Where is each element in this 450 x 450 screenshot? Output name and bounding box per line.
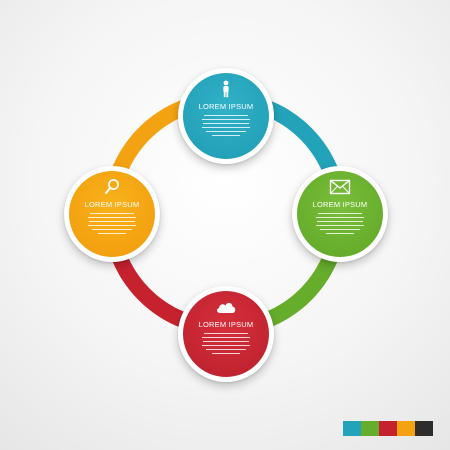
placeholder-text-line	[202, 345, 250, 346]
node-top-title: LOREM IPSUM	[198, 102, 254, 111]
node-right-title: LOREM IPSUM	[312, 200, 368, 209]
color-palette	[343, 421, 433, 436]
node-bottom-disc: LOREM IPSUM	[183, 291, 269, 377]
placeholder-text-line	[316, 217, 364, 218]
node-left-title: LOREM IPSUM	[84, 200, 140, 209]
search-icon	[101, 178, 123, 196]
placeholder-text-line	[326, 233, 354, 234]
placeholder-text-line	[202, 337, 250, 338]
placeholder-text-line	[88, 217, 136, 218]
cloud-icon	[215, 298, 237, 316]
placeholder-text-line	[90, 213, 134, 214]
palette-swatch-5	[415, 421, 433, 436]
placeholder-text-line	[206, 349, 246, 350]
palette-swatch-3	[379, 421, 397, 436]
placeholder-text-line	[203, 123, 249, 124]
placeholder-text-line	[206, 131, 246, 132]
node-right: LOREM IPSUM	[292, 166, 388, 262]
node-left: LOREM IPSUM	[64, 166, 160, 262]
placeholder-text-line	[88, 225, 136, 226]
node-top-placeholder-text	[202, 115, 250, 139]
placeholder-text-line	[316, 225, 364, 226]
node-bottom-placeholder-text	[202, 333, 250, 357]
node-right-disc: LOREM IPSUM	[297, 171, 383, 257]
node-bottom: LOREM IPSUM	[178, 286, 274, 382]
placeholder-text-line	[92, 229, 132, 230]
placeholder-text-line	[317, 221, 363, 222]
placeholder-text-line	[212, 135, 240, 136]
placeholder-text-line	[89, 221, 135, 222]
node-right-placeholder-text	[316, 213, 364, 237]
placeholder-text-line	[98, 233, 126, 234]
placeholder-text-line	[203, 341, 249, 342]
placeholder-text-line	[320, 229, 360, 230]
palette-swatch-2	[361, 421, 379, 436]
person-icon	[215, 80, 237, 98]
node-top-disc: LOREM IPSUM	[183, 73, 269, 159]
palette-swatch-1	[343, 421, 361, 436]
placeholder-text-line	[204, 115, 248, 116]
placeholder-text-line	[202, 119, 250, 120]
node-top: LOREM IPSUM	[178, 68, 274, 164]
envelope-icon	[329, 178, 351, 196]
placeholder-text-line	[212, 353, 240, 354]
node-bottom-title: LOREM IPSUM	[198, 320, 254, 329]
node-left-disc: LOREM IPSUM	[69, 171, 155, 257]
placeholder-text-line	[204, 333, 248, 334]
placeholder-text-line	[318, 213, 362, 214]
palette-swatch-4	[397, 421, 415, 436]
placeholder-text-line	[202, 127, 250, 128]
node-left-placeholder-text	[88, 213, 136, 237]
